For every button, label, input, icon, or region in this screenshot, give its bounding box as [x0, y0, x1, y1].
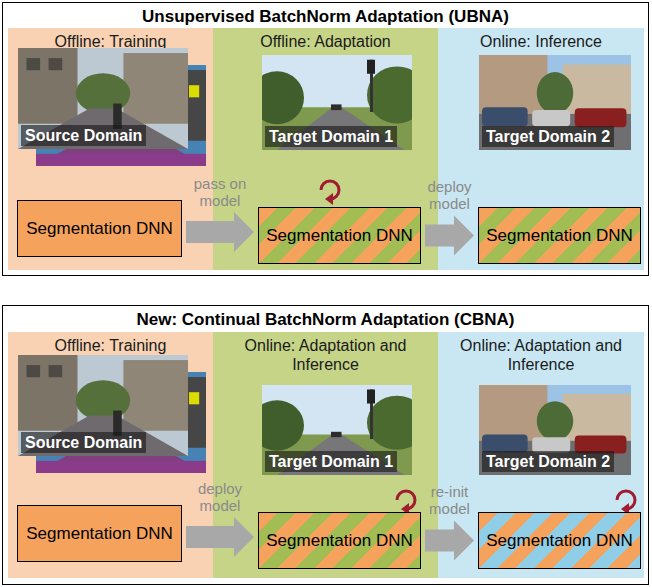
dnn-box: Segmentation DNN: [478, 512, 641, 569]
photo-illustration: [18, 355, 206, 473]
domain-label: Target Domain 2: [482, 126, 614, 147]
dnn-box: Segmentation DNN: [17, 505, 182, 562]
box-label: Segmentation DNN: [482, 226, 636, 246]
panel-title: New: Continual BatchNorm Adaptation (CBN…: [3, 306, 648, 330]
dnn-box: Segmentation DNN: [478, 207, 641, 264]
domain-image: Target Domain 2: [479, 55, 631, 150]
photo-illustration: [18, 48, 206, 166]
arrow-label: pass on model: [185, 175, 255, 210]
arrow-label: deploy model: [185, 480, 255, 515]
domain-image: Target Domain 1: [262, 385, 412, 475]
domain-image: Source Domain: [18, 48, 206, 166]
column-title: Online: Inference: [438, 28, 644, 51]
column-title: Online: Adaptation and Inference: [438, 332, 644, 374]
box-label: Segmentation DNN: [262, 226, 416, 246]
stage-column: Offline: TrainingSource DomainSegmentati…: [8, 28, 213, 270]
arrow-label: deploy model: [415, 178, 485, 213]
stage-column: Offline: TrainingSource DomainSegmentati…: [8, 332, 213, 578]
domain-label: Target Domain 1: [265, 451, 397, 472]
domain-label: Source Domain: [21, 125, 146, 146]
domain-label: Target Domain 1: [265, 126, 397, 147]
method-panel: Unsupervised BatchNorm Adaptation (UBNA)…: [2, 2, 649, 276]
method-panel: New: Continual BatchNorm Adaptation (CBN…: [2, 305, 649, 585]
column-title: Online: Adaptation and Inference: [213, 332, 438, 374]
domain-label: Target Domain 2: [482, 451, 614, 472]
dnn-box: Segmentation DNN: [17, 200, 182, 257]
column-title: Offline: Training: [8, 28, 213, 51]
domain-image: Target Domain 2: [479, 385, 631, 475]
box-label: Segmentation DNN: [22, 524, 176, 544]
arrow-label: re-init model: [415, 483, 485, 518]
domain-label: Source Domain: [21, 432, 146, 453]
domain-image: Source Domain: [18, 355, 206, 473]
column-title: Offline: Adaptation: [213, 28, 438, 51]
dnn-box: Segmentation DNN: [258, 512, 421, 569]
panel-title: Unsupervised BatchNorm Adaptation (UBNA): [3, 3, 648, 27]
dnn-box: Segmentation DNN: [258, 207, 421, 264]
box-label: Segmentation DNN: [262, 531, 416, 551]
box-label: Segmentation DNN: [22, 219, 176, 239]
column-title: Offline: Training: [8, 332, 213, 355]
domain-image: Target Domain 1: [262, 55, 412, 150]
box-label: Segmentation DNN: [482, 531, 636, 551]
